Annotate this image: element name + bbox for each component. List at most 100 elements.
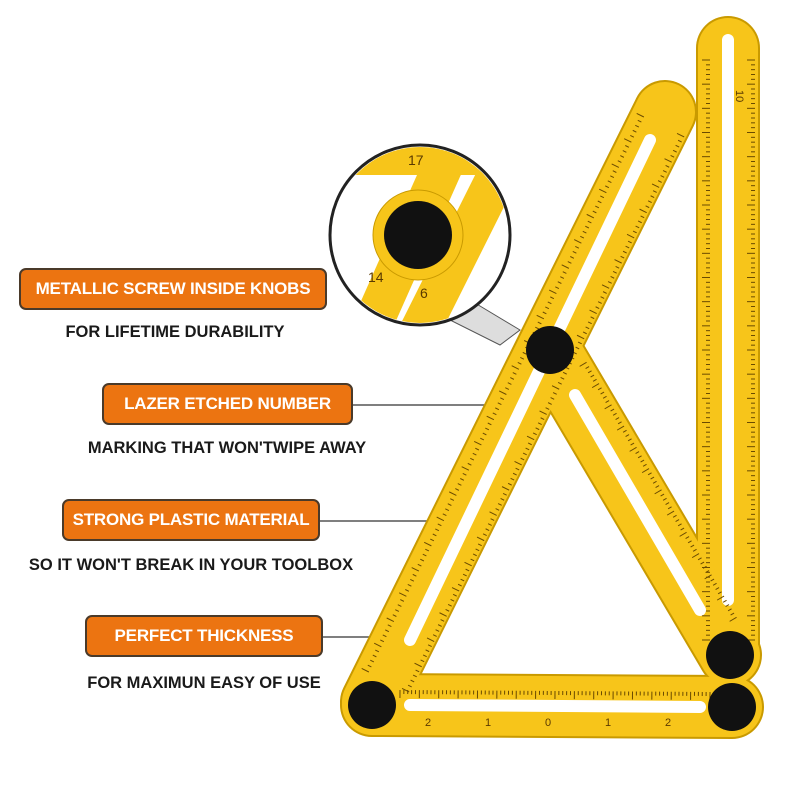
tick	[582, 230, 587, 234]
knob	[708, 683, 756, 731]
tick	[385, 629, 390, 633]
tick	[591, 383, 600, 389]
tick	[550, 296, 555, 300]
tick	[654, 489, 662, 495]
tick	[520, 457, 525, 461]
tick	[647, 200, 652, 204]
tick	[407, 684, 412, 688]
tick	[660, 493, 665, 497]
tick	[548, 289, 557, 295]
tick	[590, 374, 595, 378]
mag-label: 14	[368, 269, 384, 285]
tick	[412, 674, 417, 678]
tick	[539, 410, 547, 415]
tick	[562, 371, 567, 375]
tick	[492, 412, 497, 416]
tick	[380, 639, 385, 643]
tick	[630, 134, 635, 138]
tick	[522, 452, 527, 456]
tick	[567, 261, 572, 264]
tick	[526, 435, 535, 441]
tick	[510, 477, 515, 481]
tick	[655, 485, 660, 489]
tick	[412, 573, 417, 577]
tick	[595, 306, 600, 309]
tick	[545, 306, 550, 310]
tick	[592, 210, 597, 214]
tick	[407, 584, 412, 587]
tick	[561, 264, 570, 269]
tick	[652, 190, 657, 193]
tick	[439, 612, 447, 617]
tick	[451, 587, 460, 592]
tick	[545, 407, 550, 410]
knob	[348, 681, 396, 729]
tick	[386, 617, 395, 623]
tick	[435, 528, 440, 532]
tick	[472, 452, 477, 456]
mag-label: 6	[420, 285, 428, 301]
tick	[495, 508, 500, 511]
tick	[435, 629, 440, 632]
tick	[417, 563, 422, 567]
tick	[670, 154, 675, 158]
scale-label: 1	[485, 717, 491, 729]
tick	[517, 362, 522, 365]
tick	[587, 370, 592, 374]
scale-label: 2	[425, 717, 431, 729]
tick	[490, 518, 495, 521]
tick	[625, 245, 630, 249]
tick	[560, 376, 565, 380]
magnifier-callout: 17 14 6	[328, 143, 521, 346]
mag-label: 17	[408, 152, 424, 168]
tick	[557, 281, 562, 284]
tick	[662, 170, 667, 173]
tick	[675, 144, 680, 148]
tick	[586, 213, 595, 219]
tick	[677, 523, 682, 527]
bottom-scale-labels: 2 1 0 1 2 10	[425, 90, 745, 729]
tick	[520, 356, 525, 360]
tick	[665, 502, 670, 506]
tick	[475, 447, 480, 451]
tick	[507, 482, 512, 486]
tick	[650, 195, 655, 198]
tick	[502, 492, 507, 496]
tick	[665, 165, 670, 168]
tick	[470, 457, 475, 461]
tick	[560, 276, 565, 279]
tick	[617, 421, 622, 425]
tick	[361, 668, 370, 673]
tick	[620, 155, 625, 158]
tick	[461, 466, 470, 471]
tick	[692, 548, 697, 552]
tick	[622, 429, 627, 433]
tick	[651, 183, 660, 188]
tick	[550, 397, 555, 400]
tick	[705, 570, 710, 574]
tick	[625, 434, 630, 438]
tick	[605, 185, 610, 189]
tick	[605, 400, 610, 404]
tick	[422, 553, 427, 557]
tick	[467, 462, 472, 466]
ruler-ticks	[361, 59, 755, 701]
scale-label: 0	[545, 717, 551, 729]
tick	[685, 536, 690, 540]
tick	[664, 158, 672, 163]
tick	[387, 624, 392, 628]
tick	[629, 446, 637, 452]
tick	[585, 326, 590, 330]
tick	[452, 593, 457, 597]
tick	[440, 619, 445, 622]
tick	[645, 205, 650, 209]
tick	[691, 553, 700, 559]
tick	[622, 250, 627, 254]
tick	[525, 447, 530, 451]
tick	[460, 578, 465, 582]
tick	[547, 301, 552, 305]
tick	[447, 603, 452, 607]
tick	[642, 463, 647, 467]
tick	[597, 387, 602, 391]
